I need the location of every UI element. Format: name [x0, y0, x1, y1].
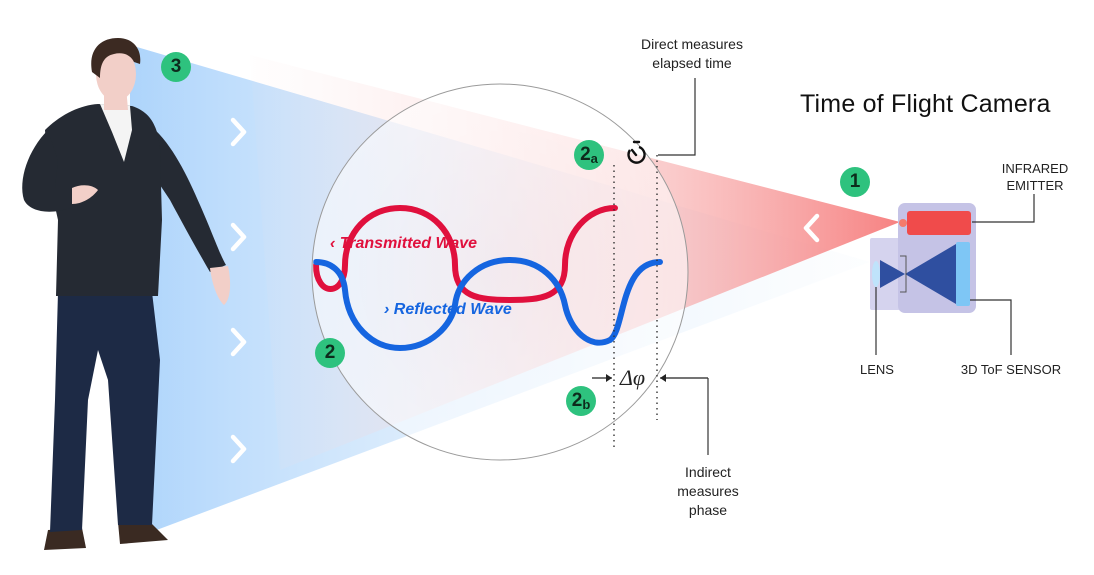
emitter-leader-line	[972, 194, 1035, 223]
badge-2a-main: 2	[580, 144, 591, 165]
lens-element	[872, 261, 880, 287]
person-shoe-left	[44, 528, 86, 550]
person-figure	[22, 38, 231, 550]
phase-arrow-right	[660, 374, 709, 455]
step-badge-1: 1	[840, 167, 870, 197]
infrared-emitter	[907, 211, 971, 235]
indirect-measure-note: Indirect measures phase	[652, 463, 764, 520]
tof-camera	[870, 203, 976, 313]
emitter-label-line2: EMITTER	[1006, 178, 1064, 193]
indirect-note-line1: Indirect	[685, 464, 731, 480]
direct-note-line1: Direct measures	[641, 36, 743, 52]
transmitted-wave-text: Transmitted Wave	[339, 235, 478, 252]
chevron-right-icon	[230, 117, 247, 147]
indirect-note-line3: phase	[688, 502, 728, 518]
person-shoe-right	[118, 522, 168, 544]
person-arm-left	[22, 130, 82, 212]
sensor-chip	[956, 242, 970, 306]
person-hand-right	[210, 266, 231, 305]
person-shirt-collar	[100, 104, 132, 162]
emitter-label-line1: INFRARED	[1001, 161, 1069, 176]
step-badge-3: 3	[161, 52, 191, 82]
reflected-wave	[313, 256, 663, 352]
sensor-label: 3D ToF SENSOR	[960, 362, 1062, 377]
chevron-left-icon	[803, 213, 820, 243]
reflected-wave-label: › Reflected Wave	[384, 301, 512, 319]
step-badge-2: 2	[315, 338, 345, 368]
person-jeans	[50, 292, 160, 532]
badge-2b-sub: b	[582, 396, 591, 412]
chevron-left-icon: ‹	[330, 235, 340, 252]
badge-2a-sub: a	[590, 150, 598, 166]
diagram-title: Time of Flight Camera	[800, 90, 1051, 118]
transmitted-wave-label: ‹ Transmitted Wave	[330, 235, 477, 253]
chevron-right-icon	[230, 327, 247, 357]
stopwatch-icon	[627, 140, 646, 164]
person-head	[96, 47, 136, 101]
magnifier-circle	[311, 83, 689, 461]
direct-note-line2: elapsed time	[652, 55, 732, 71]
phase-arrow-left	[592, 374, 612, 382]
lens-label: LENS	[860, 362, 894, 377]
person-hair	[91, 38, 141, 78]
chevron-right-icon	[230, 434, 247, 464]
reflected-wave-text: Reflected Wave	[393, 301, 512, 318]
chevron-right-icon: ›	[384, 301, 394, 318]
direct-leader-line	[658, 78, 696, 156]
transmitted-wave	[313, 204, 618, 304]
sensor-leader-line	[970, 299, 1012, 355]
infrared-emitter-label: INFRARED EMITTER	[990, 160, 1080, 194]
phase-delta-symbol: Δφ	[620, 365, 646, 390]
chevron-right-icon	[230, 222, 247, 252]
person-sweater	[45, 104, 162, 296]
badge-2b-main: 2	[571, 390, 583, 411]
person-hand-left	[72, 185, 98, 204]
indirect-note-line2: measures	[677, 483, 739, 499]
direct-measure-note: Direct measures elapsed time	[622, 35, 762, 73]
